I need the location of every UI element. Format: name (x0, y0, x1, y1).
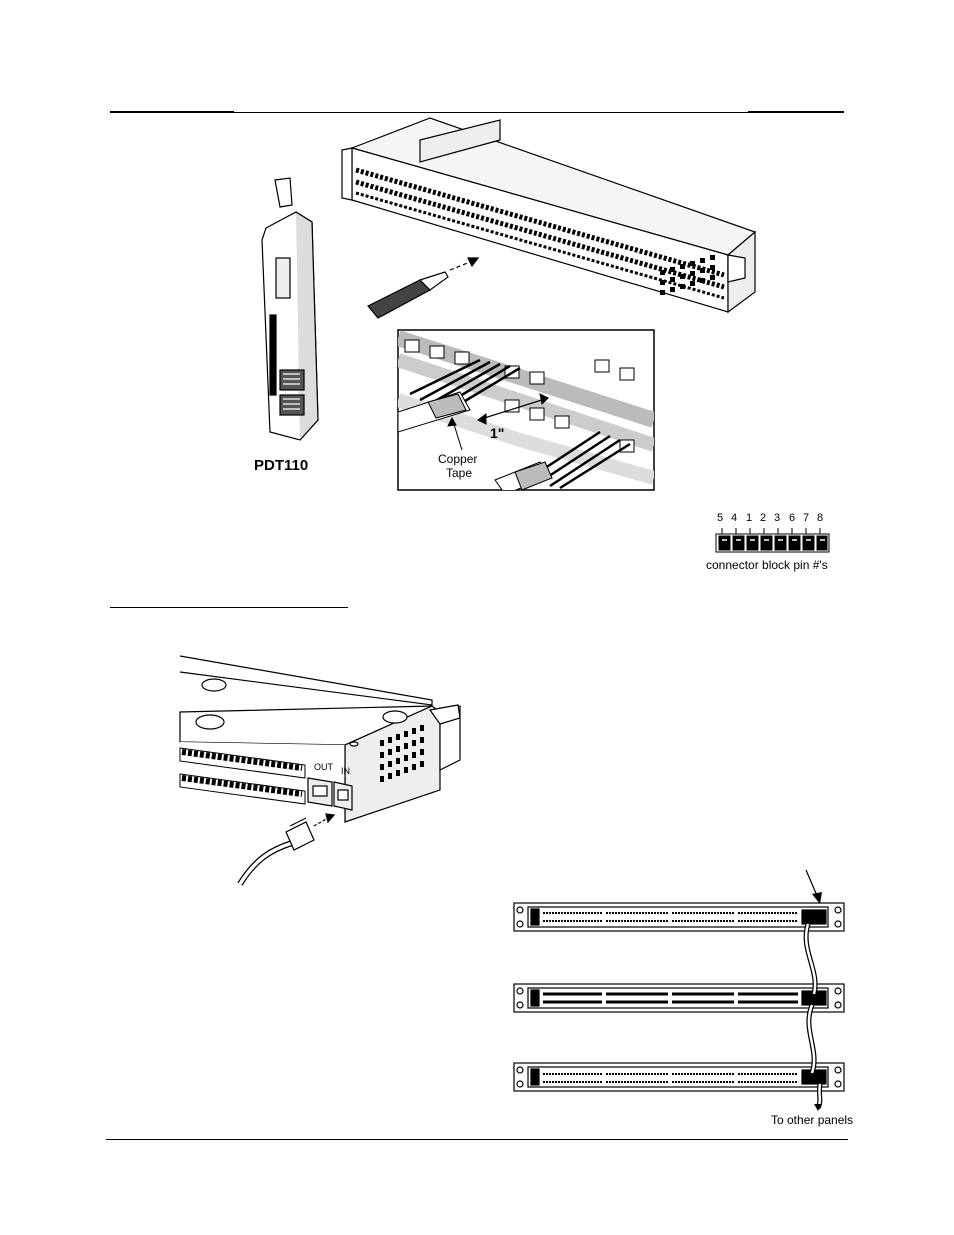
other-panels-caption: To other panels (771, 1113, 853, 1127)
footer-rule (106, 1139, 848, 1140)
